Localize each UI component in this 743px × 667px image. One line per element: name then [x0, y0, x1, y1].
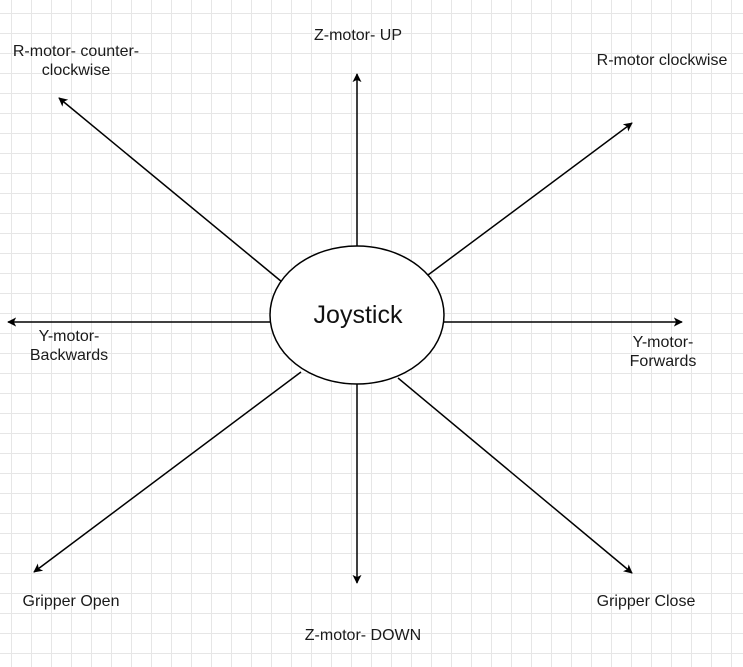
- arrow-up-left: [58, 97, 283, 283]
- label-up: Z-motor- UP: [314, 27, 402, 44]
- label-right-line2: Forwards: [629, 353, 697, 370]
- label-left-line1: Y-motor-: [38, 328, 100, 345]
- joystick-node: [269, 245, 445, 385]
- label-up-left-line1: R-motor- counter-: [12, 43, 140, 60]
- label-up-left-line2: clockwise: [41, 62, 111, 79]
- arrow-down-left: [33, 371, 302, 573]
- arrow-up-right: [427, 122, 633, 276]
- label-right-line1: Y-motor-: [632, 334, 694, 351]
- joystick-label: Joystick: [313, 301, 403, 329]
- label-left-line2: Backwards: [29, 347, 109, 364]
- arrow-down-right: [397, 377, 633, 574]
- label-up-right: R-motor clockwise: [596, 52, 728, 69]
- label-down-left: Gripper Open: [22, 593, 120, 610]
- label-down: Z-motor- DOWN: [304, 627, 422, 644]
- label-down-right: Gripper Close: [596, 593, 696, 610]
